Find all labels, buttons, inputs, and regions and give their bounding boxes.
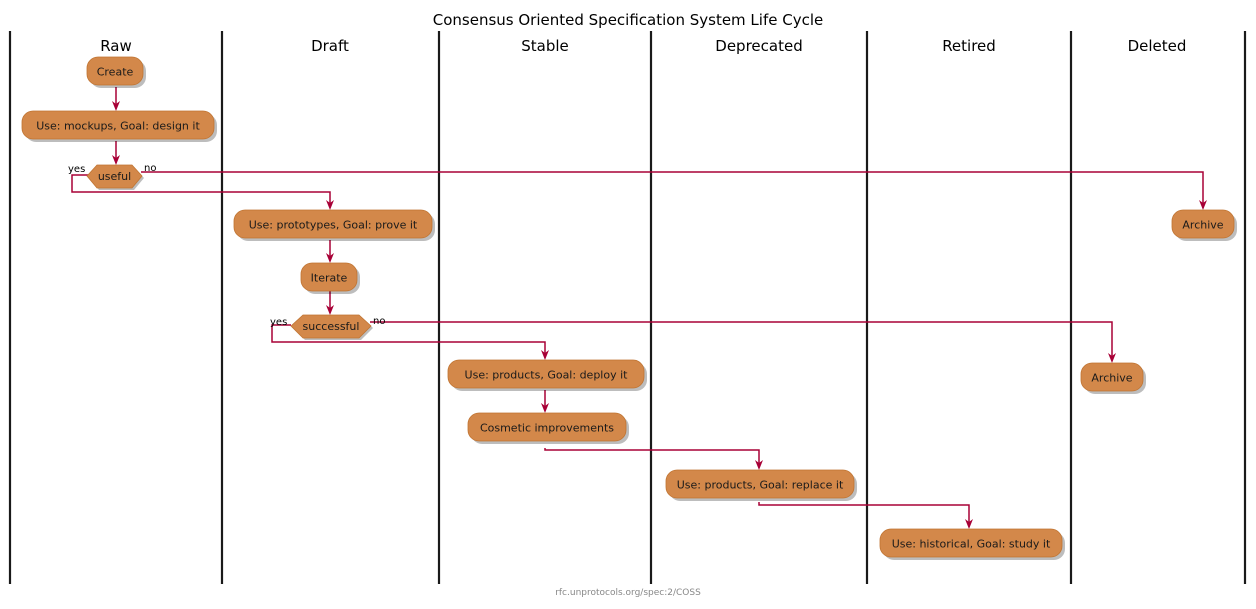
node-stable-use[interactable]: Use: products, Goal: deploy it [447, 359, 647, 391]
page-title: Consensus Oriented Specification System … [433, 11, 823, 29]
branch-label-useful-no: no [144, 163, 156, 174]
node-label-create: Create [97, 66, 134, 79]
branch-labels: yes no yes no [68, 163, 385, 328]
edge-draft-use-to-iterate [326, 240, 334, 263]
lane-header-raw: Raw [100, 37, 132, 55]
node-iterate[interactable]: Iterate [300, 262, 360, 294]
footer-source-text: rfc.unprotocols.org/spec:2/COSS [555, 588, 701, 598]
edge-raw-use-to-useful [112, 141, 120, 165]
node-successful[interactable]: successful [290, 314, 373, 340]
edge-stable-use-to-cosmetic [541, 390, 549, 413]
node-label-raw-use: Use: mockups, Goal: design it [36, 120, 200, 133]
branch-label-successful-yes: yes [270, 317, 287, 328]
node-label-retired-use: Use: historical, Goal: study it [892, 538, 1051, 551]
branch-label-useful-yes: yes [68, 164, 85, 175]
swimlane-dividers [8, 31, 1247, 584]
edge-successful-yes-to-stable-use [271, 324, 549, 360]
edge-useful-no-to-archive-deleted [141, 171, 1207, 210]
node-deprecated-use[interactable]: Use: products, Goal: replace it [665, 469, 857, 501]
node-label-stable-use: Use: products, Goal: deploy it [465, 369, 629, 382]
lane-header-retired: Retired [942, 37, 996, 55]
edge-successful-no-to-archive-retired [370, 321, 1116, 363]
node-label-deprecated-use: Use: products, Goal: replace it [677, 479, 844, 492]
edge-iterate-to-successful [326, 289, 334, 315]
lane-header-draft: Draft [311, 37, 349, 55]
node-label-successful: successful [303, 320, 360, 333]
node-retired-use[interactable]: Use: historical, Goal: study it [879, 528, 1065, 560]
node-archive-retired[interactable]: Archive [1080, 362, 1146, 394]
edge-useful-yes-to-draft-use [71, 174, 334, 210]
branch-label-successful-no: no [373, 316, 385, 327]
flow-edges [71, 87, 1207, 529]
node-create[interactable]: Create [86, 56, 146, 88]
node-draft-use[interactable]: Use: prototypes, Goal: prove it [233, 209, 435, 241]
node-label-archive-deleted: Archive [1182, 219, 1223, 232]
node-label-useful: useful [98, 170, 131, 183]
lane-header-deleted: Deleted [1128, 37, 1187, 55]
node-label-archive-retired: Archive [1091, 372, 1132, 385]
node-cosmetic[interactable]: Cosmetic improvements [467, 412, 629, 444]
node-archive-deleted[interactable]: Archive [1171, 209, 1237, 241]
edge-cosmetic-to-deprecated-use [544, 448, 763, 470]
lane-header-deprecated: Deprecated [715, 37, 802, 55]
lane-header-stable: Stable [521, 37, 569, 55]
node-label-iterate: Iterate [311, 272, 348, 285]
edge-create-to-raw-use [112, 87, 120, 111]
node-label-draft-use: Use: prototypes, Goal: prove it [249, 219, 418, 232]
swimlane-headers: Raw Draft Stable Deprecated Retired Dele… [100, 37, 1186, 55]
node-raw-use[interactable]: Use: mockups, Goal: design it [21, 110, 217, 142]
node-useful[interactable]: useful [86, 164, 144, 190]
node-label-cosmetic: Cosmetic improvements [480, 422, 614, 435]
edge-deprecated-use-to-retired-use [758, 502, 973, 529]
